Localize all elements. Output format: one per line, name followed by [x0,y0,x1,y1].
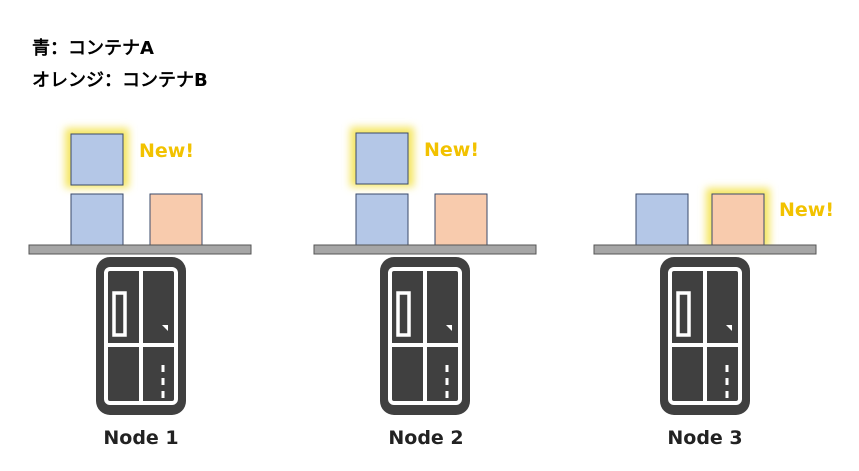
node-1-label: Node 1 [103,427,178,449]
node-1-container-b [149,193,203,246]
node-2-group: New! Node 2 [313,127,537,449]
legend-container-a: 青：コンテナA [32,38,154,59]
node-3-group: New! Node 3 [593,188,834,449]
node-3-label: Node 3 [667,427,742,449]
node-2-shelf [313,244,537,255]
node-1-group: New! Node 1 [28,128,252,449]
node-3-new-label: New! [779,199,834,221]
node-2-label: Node 2 [388,427,463,449]
node-3-container-a [635,193,689,246]
node-1-container-a-new [70,133,124,186]
node-2-container-a [355,193,409,246]
legend-container-b: オレンジ：コンテナB [32,70,208,91]
node-1-new-label: New! [139,140,194,162]
server-rack-icon [658,255,752,417]
node-2-container-b [434,193,488,246]
server-rack-icon [94,255,188,417]
node-1-shelf [28,244,252,255]
node-1-container-a [70,193,124,246]
node-3-container-b-new [711,193,765,246]
node-2-new-label: New! [424,139,479,161]
server-rack-icon [378,255,472,417]
node-3-shelf [593,244,817,255]
node-2-container-a-new [355,132,409,185]
